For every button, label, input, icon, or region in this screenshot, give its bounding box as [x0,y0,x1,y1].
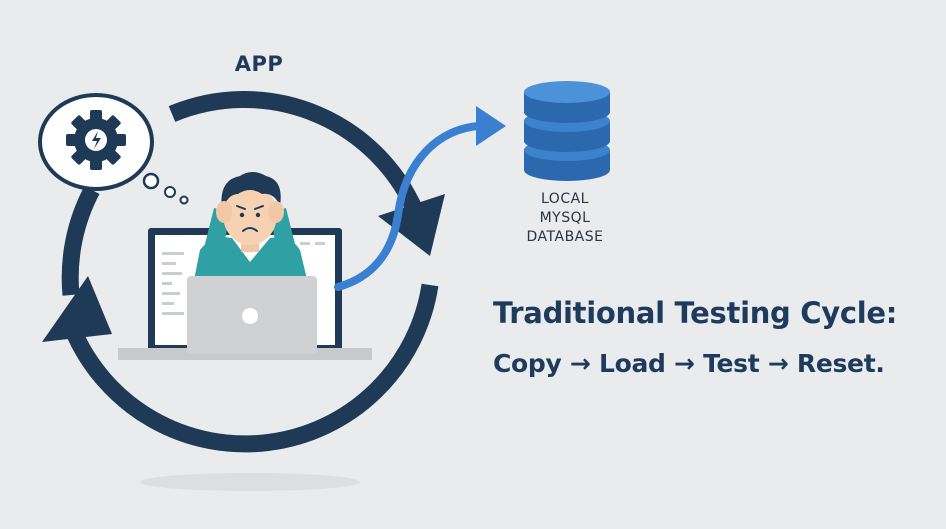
steps-text: Copy → Load → Test → Reset. [493,349,885,378]
cycle-arc-top-right [168,91,427,224]
cycle-arc-bottom [65,283,439,453]
database-label-line-2: MYSQL [539,210,591,226]
headline: Traditional Testing Cycle: [493,296,898,330]
database-connector-arrow [334,122,484,291]
database-label-line-1: LOCAL [541,191,589,207]
cycle-arrowhead-right [378,194,445,256]
cycle-arc-left [61,186,100,296]
database-icon [524,81,610,181]
app-label: APP [234,52,284,76]
gear-icon [66,110,126,170]
laptop-icon [118,276,372,360]
database-label: LOCAL MYSQL DATABASE [500,190,630,247]
cycle-arrows [61,91,439,453]
database-arrowhead [476,106,506,146]
cycle-shadow [140,473,360,491]
database-label-line-3: DATABASE [526,229,604,245]
cycle-arrowhead-left [42,276,112,342]
